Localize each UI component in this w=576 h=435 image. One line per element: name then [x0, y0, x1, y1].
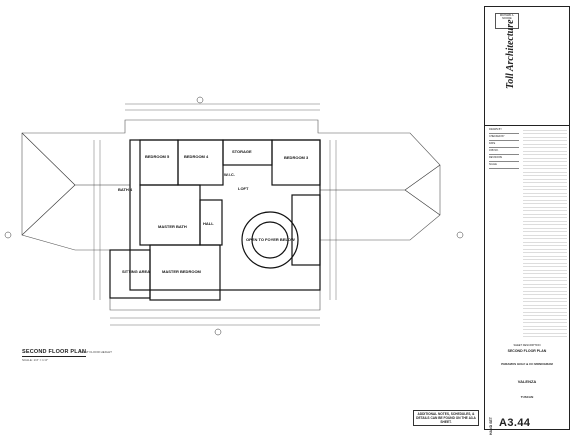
sheet-title: SECOND FLOOR PLAN — [507, 348, 547, 353]
plan-note: FIRST FLOOR HEIGHT — [80, 350, 112, 354]
room-storage: STORAGE — [232, 149, 252, 154]
community-name: PARAMUS GOLF & CC MONOGRAM — [501, 362, 553, 366]
revision-lines — [523, 127, 567, 337]
field-revisions: REVISIONS — [489, 155, 519, 162]
field-scale: SCALE — [489, 162, 519, 169]
room-hall: HALL — [203, 221, 214, 226]
title-block-fields: DRAWN BY CHECKED BY DATE JOB NO. REVISIO… — [489, 127, 519, 169]
notes-box: ADDITIONAL NOTES, SCHEDULES, & DETAILS C… — [413, 410, 479, 426]
field-checked-by: CHECKED BY — [489, 134, 519, 141]
hand-set-label: HAND SET — [489, 417, 493, 435]
firm-logo-area: RICHARD A. MOORE Toll Architecture — [485, 7, 569, 126]
sheet-description: SHEET DESCRIPTION SECOND FLOOR PLAN — [487, 344, 567, 353]
room-loft: LOFT — [238, 186, 249, 191]
plan-title: SECOND FLOOR PLAN — [22, 349, 87, 357]
field-date: DATE — [489, 141, 519, 148]
room-master-bath: MASTER BATH — [158, 224, 187, 229]
architect-stamp: RICHARD A. MOORE — [495, 13, 519, 29]
sheet-number: A3.44 — [499, 417, 531, 429]
firm-name: Toll Architecture — [505, 19, 516, 89]
room-sitting-area: SITTING AREA — [122, 269, 151, 274]
room-master-bedroom: MASTER BEDROOM — [162, 269, 201, 274]
field-drawn-by: DRAWN BY — [489, 127, 519, 134]
sheet-description-label: SHEET DESCRIPTION — [513, 344, 541, 347]
floor-plan-drawing — [4, 96, 464, 336]
open-to-foyer-below: OPEN TO FOYER BELOW — [246, 237, 295, 242]
room-wic: W.I.C. — [224, 172, 235, 177]
room-bedroom-3: BEDROOM 3 — [284, 155, 309, 160]
room-bedroom-5: BEDROOM 5 — [145, 154, 170, 159]
room-bedroom-4: BEDROOM 4 — [184, 154, 209, 159]
elevation-name: VALENZA — [517, 379, 537, 384]
field-job-no: JOB NO. — [489, 148, 519, 155]
model-name: TUSCAN — [520, 395, 534, 399]
plan-scale: SCALE: 1/4" = 1'-0" — [22, 358, 49, 362]
title-block: RICHARD A. MOORE Toll Architecture DRAWN… — [484, 6, 570, 435]
room-bath-4: BATH 4 — [118, 187, 133, 192]
